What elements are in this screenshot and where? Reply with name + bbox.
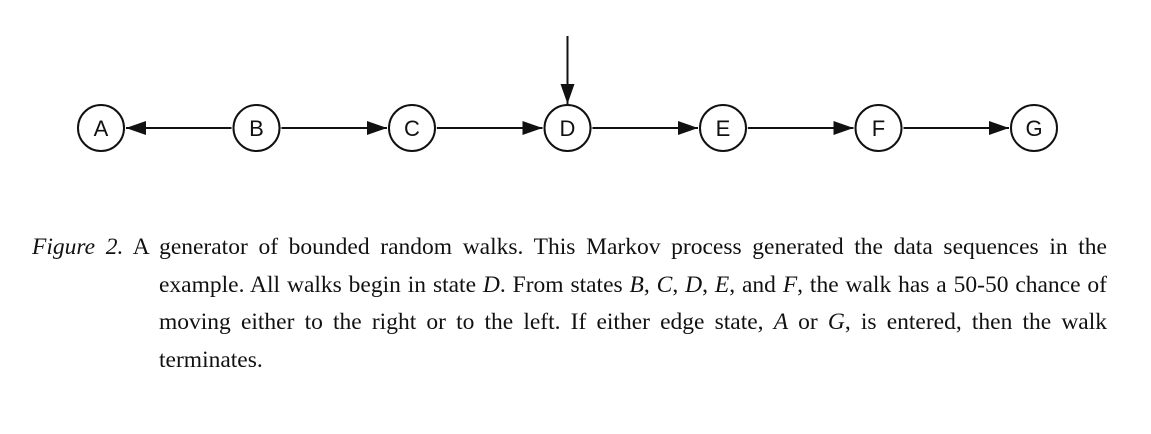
- edges-layer: [126, 36, 1009, 135]
- state-node-circle: [543, 104, 592, 152]
- state-node-g: G: [1010, 104, 1058, 152]
- state-node-a: A: [77, 104, 125, 152]
- state-node-label: B: [249, 116, 264, 141]
- state-node-label: D: [560, 116, 576, 141]
- state-node-circle: [854, 104, 903, 152]
- caption-text: , the walk has a 50-50 chance of moving …: [159, 271, 1108, 336]
- state-node-circle: [232, 104, 281, 152]
- caption-text: . From states: [499, 271, 630, 298]
- state-node-circle: [699, 104, 747, 152]
- caption-text: ,: [672, 271, 686, 298]
- caption-text: or: [788, 309, 828, 335]
- caption-text: A generator of bounded random walks. Thi…: [123, 234, 1107, 298]
- caption-state-variable: D: [685, 271, 703, 298]
- state-node-d: D: [543, 104, 592, 152]
- state-node-label: A: [94, 116, 109, 141]
- state-node-label: F: [872, 116, 885, 141]
- caption-text: , is entered, then the walk terminates.: [159, 309, 1108, 373]
- state-node-b: B: [232, 104, 281, 152]
- figure-caption: Figure 2. A generator of bounded random …: [32, 229, 1107, 379]
- state-node-label: C: [404, 116, 420, 141]
- caption-figure-label: Figure 2.: [32, 234, 124, 260]
- nodes-layer: A B C D E F G: [77, 104, 1058, 152]
- caption-state-variable: B: [629, 271, 644, 298]
- state-node-c: C: [388, 104, 436, 152]
- state-node-e: E: [699, 104, 747, 152]
- state-node-circle: [77, 104, 125, 152]
- caption-text: ,: [702, 271, 715, 298]
- caption-state-variable: A: [773, 309, 789, 335]
- state-node-label: E: [716, 116, 731, 141]
- caption-text: , and: [729, 271, 783, 298]
- state-node-label: G: [1025, 116, 1042, 141]
- caption-state-variable: E: [714, 271, 730, 298]
- state-node-f: F: [854, 104, 903, 152]
- state-node-circle: [1010, 104, 1058, 152]
- caption-state-variable: G: [827, 309, 845, 335]
- caption-state-variable: F: [782, 271, 798, 298]
- caption-state-variable: C: [656, 271, 673, 298]
- random-walk-diagram: A B C D E F G: [77, 36, 1058, 152]
- state-node-circle: [388, 104, 436, 152]
- caption-state-variable: D: [482, 271, 500, 298]
- caption-text: ,: [643, 271, 657, 298]
